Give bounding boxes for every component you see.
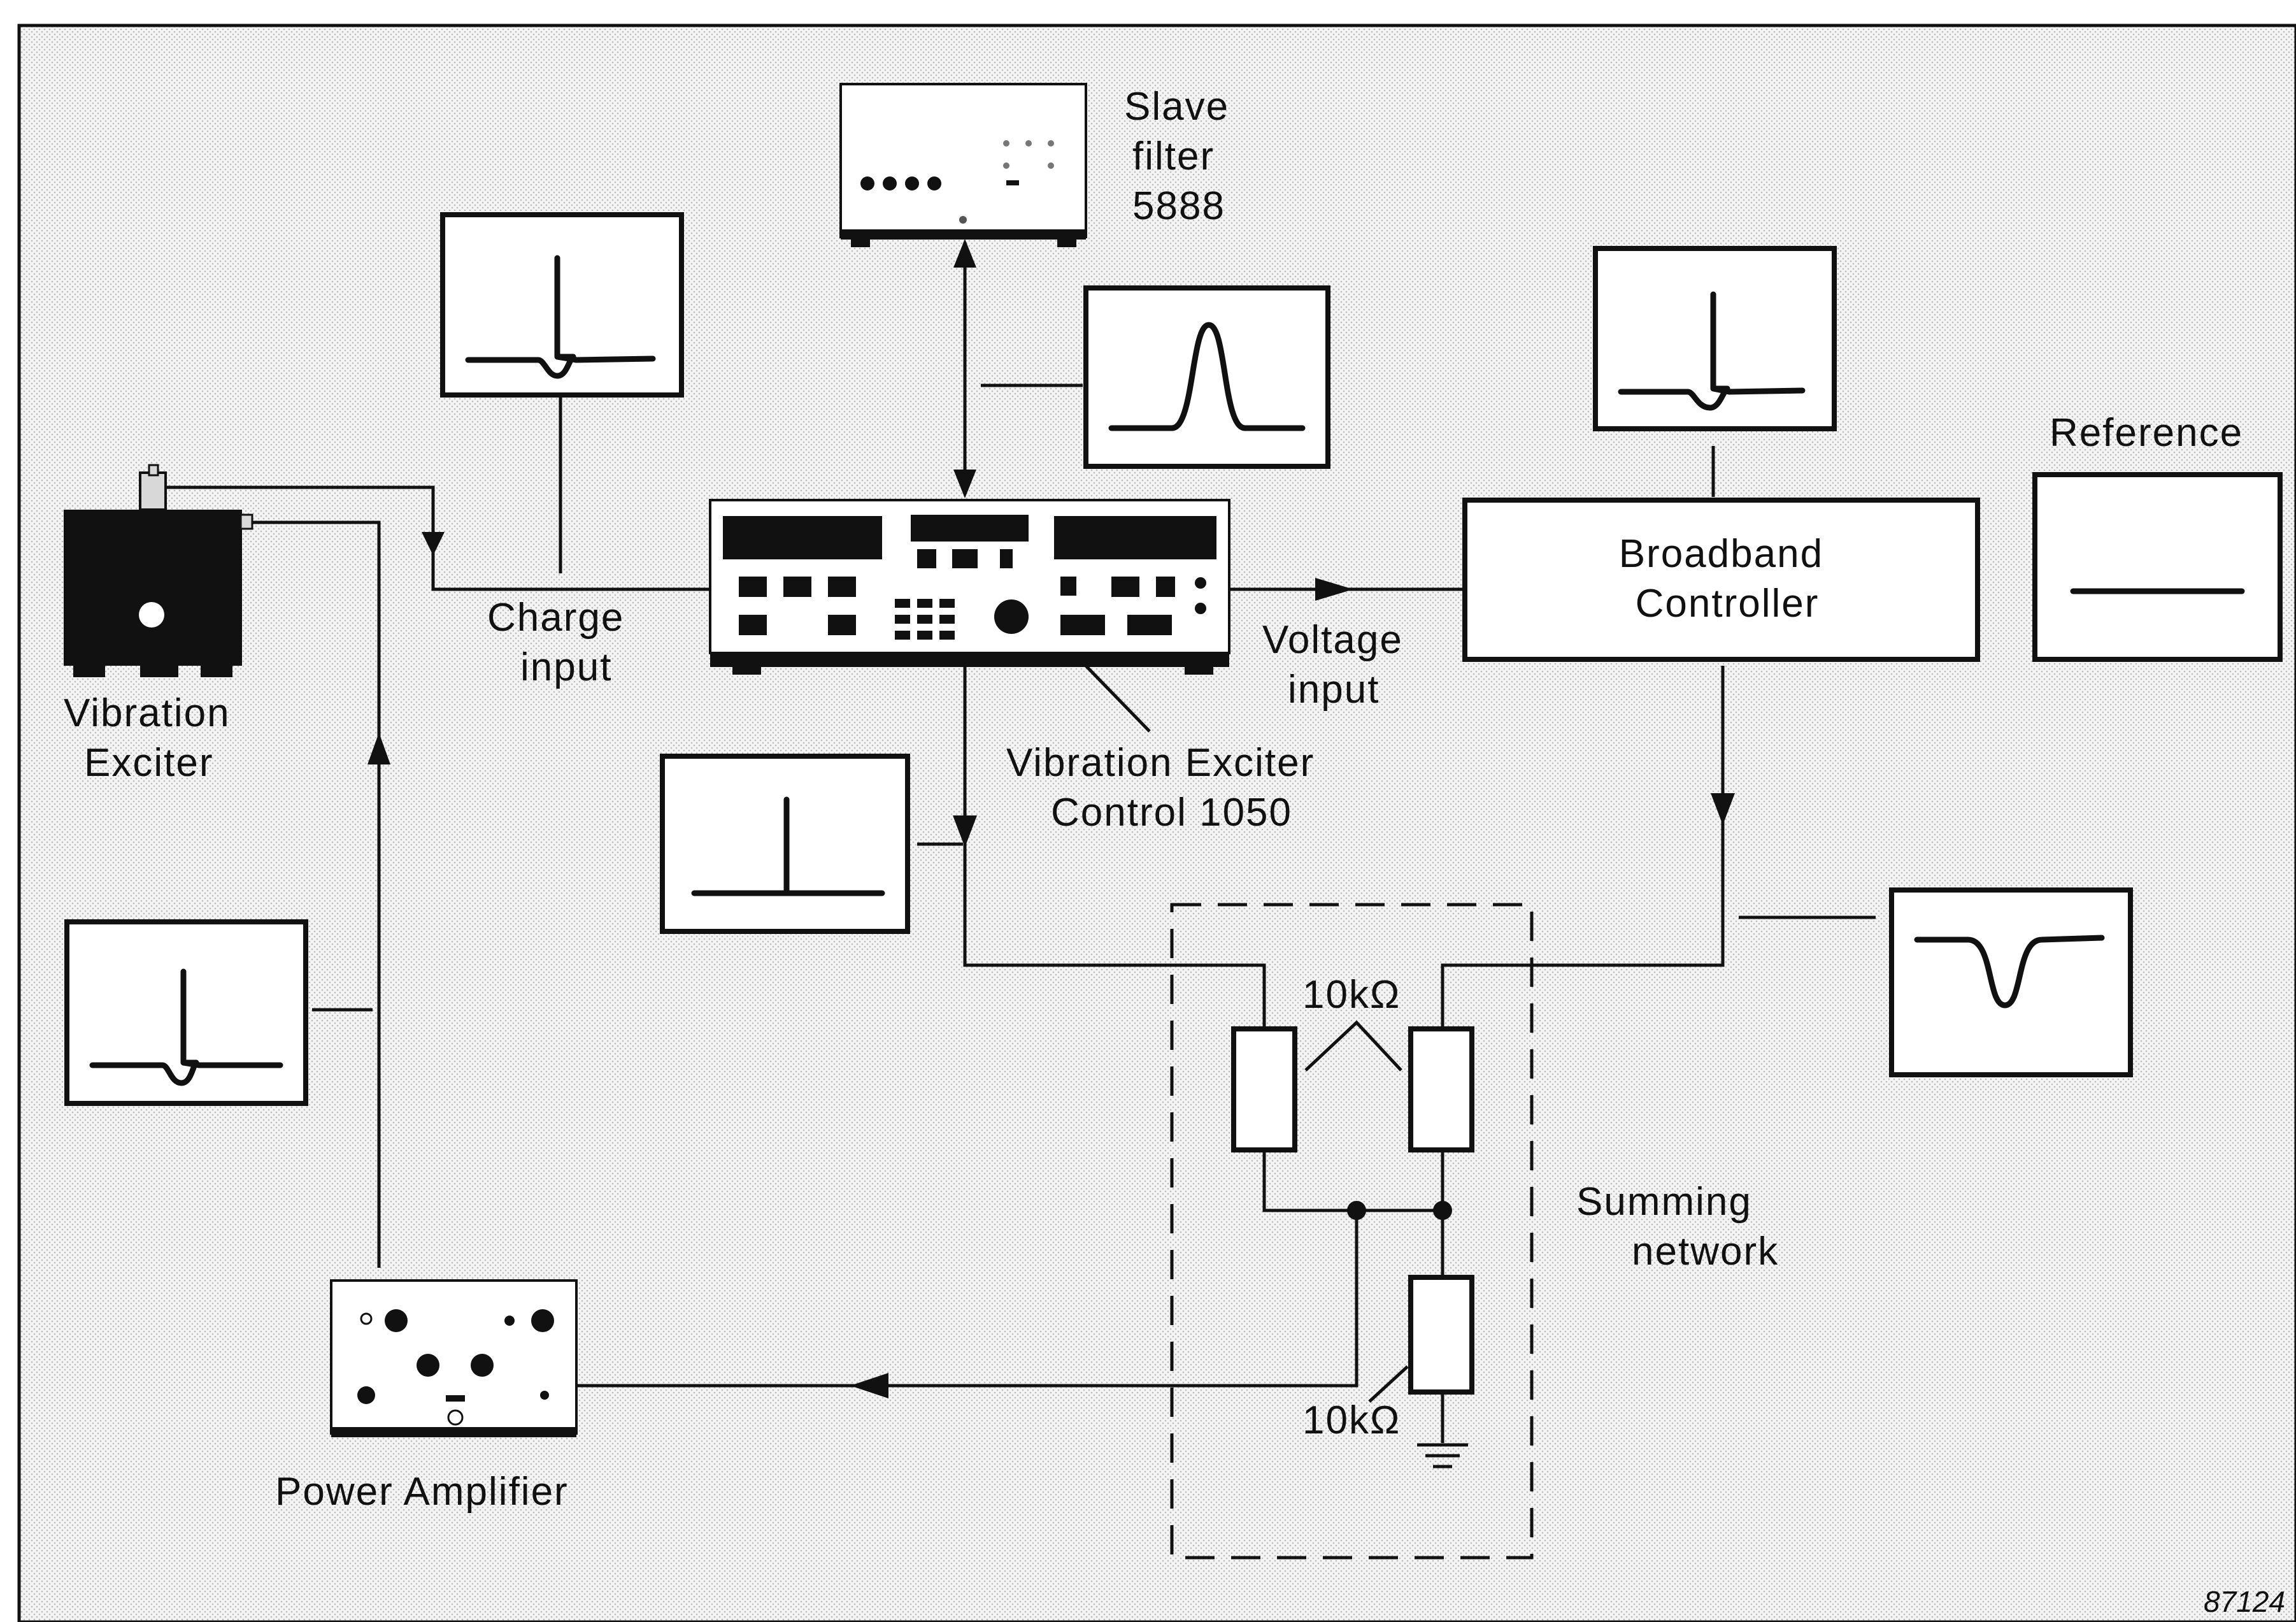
- arrow-1050-down: [953, 815, 977, 847]
- slave-filter-label: Slave filter 5888: [1124, 85, 1241, 228]
- scope-screen-reference: [2032, 472, 2283, 662]
- power-amplifier-device: [330, 1279, 578, 1437]
- signal-wires: [162, 242, 1725, 1468]
- scope-screen-charge-input: [440, 212, 684, 398]
- broadband-controller-box: [1462, 498, 1980, 662]
- arrow-voltage-input: [1315, 578, 1353, 601]
- vibration-exciter-control-1050-device: [709, 499, 1230, 675]
- arrow-power-up: [367, 733, 390, 764]
- power-amplifier-label: Power Amplifier: [275, 1470, 569, 1514]
- vibration-exciter-device: [64, 464, 253, 677]
- broadband-controller-label: Broadband Controller: [1619, 532, 1836, 626]
- scope-screen-drive: [64, 919, 308, 1106]
- resistor-right: [1408, 1026, 1474, 1152]
- summing-network-label: Summing network: [1576, 1180, 1779, 1274]
- resistor-bottom: [1408, 1275, 1474, 1395]
- resistor-top-label: 10kΩ: [1302, 973, 1401, 1017]
- scope-screen-notch: [1889, 887, 2133, 1077]
- arrow-to-slave-filter: [953, 239, 976, 268]
- arrow-from-slave-filter: [953, 470, 976, 498]
- reference-label: Reference: [2050, 411, 2243, 455]
- charge-input-label: Charge input: [487, 596, 637, 689]
- scope-screen-broadband: [1593, 246, 1837, 431]
- slave-filter-device: [839, 83, 1087, 247]
- summing-network-boundary: [1170, 903, 1534, 1560]
- scope-screen-slave-filter: [1083, 285, 1330, 469]
- arrow-broadband-down: [1711, 793, 1735, 825]
- resistor-left: [1231, 1026, 1297, 1152]
- scope-screen-1050-output: [660, 754, 910, 934]
- resistor-bottom-label: 10kΩ: [1302, 1398, 1401, 1442]
- scope-leaders: [312, 384, 1876, 1012]
- vibration-exciter-label: Vibration Exciter: [64, 691, 243, 785]
- voltage-input-label: Voltage input: [1262, 618, 1415, 712]
- arrowheads: [367, 239, 1735, 1398]
- arrow-charge-down: [422, 532, 445, 556]
- figure-number: 87124: [2204, 1585, 2285, 1618]
- arrow-to-power-amp: [850, 1373, 888, 1398]
- vibration-exciter-control-label: Vibration Exciter Control 1050: [1006, 741, 1327, 835]
